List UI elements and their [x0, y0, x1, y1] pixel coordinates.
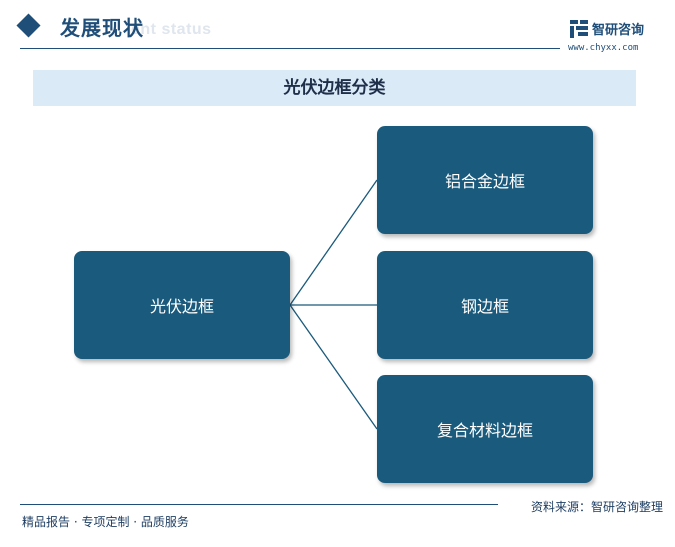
connector-1 — [289, 179, 378, 306]
page-header: ent status 发展现状 智研咨询 www.chyxx.com — [0, 0, 675, 60]
header-divider — [20, 48, 560, 49]
section-title: 发展现状 — [60, 16, 144, 40]
footer-divider — [20, 504, 498, 505]
connector-3 — [289, 304, 378, 430]
root-node: 光伏边框 — [74, 251, 290, 359]
logo-icon — [570, 20, 588, 38]
diagram-title: 光伏边框分类 — [33, 70, 636, 106]
child-node-steel: 钢边框 — [377, 251, 593, 359]
footer-slogan: 精品报告 · 专项定制 · 品质服务 — [22, 515, 189, 529]
section-subtitle: ent status — [131, 21, 212, 38]
logo-url: www.chyxx.com — [568, 43, 639, 53]
child-node-composite: 复合材料边框 — [377, 375, 593, 483]
brand-logo: 智研咨询 www.chyxx.com — [568, 18, 658, 58]
child-node-aluminum: 铝合金边框 — [377, 126, 593, 234]
logo-text: 智研咨询 — [592, 23, 645, 38]
footer-source: 资料来源：智研咨询整理 — [530, 500, 663, 514]
